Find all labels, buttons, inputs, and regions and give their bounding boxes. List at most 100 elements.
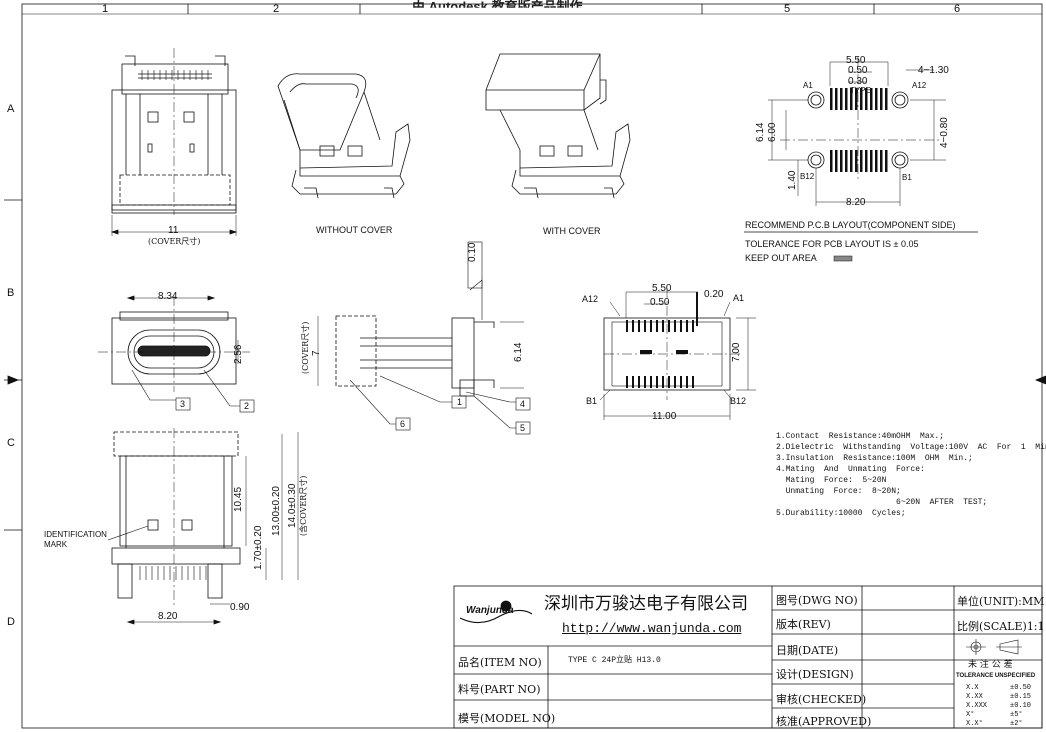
pcb-b12: B12	[800, 172, 815, 181]
iso-view-with-cover	[485, 53, 631, 199]
note-line: Unmating Force: 8~20N;	[776, 487, 901, 496]
company-logo: Wanjunda	[466, 605, 514, 616]
tolerance-title: 未 注 公 差	[968, 660, 1013, 670]
pcb-type: TYPE	[850, 86, 871, 95]
tolerance-subtitle: TOLERANCE UNSPECIFIED	[956, 673, 1036, 679]
fp-d1100: 11.00	[652, 411, 677, 422]
grid-row-c: C	[7, 437, 15, 449]
grid-row-b: B	[7, 287, 15, 299]
callout-3: 3	[180, 399, 186, 409]
approved-label: 核准(APPROVED)	[776, 715, 872, 728]
title-block-lines	[453, 585, 1043, 729]
logo-mark	[459, 600, 533, 624]
without-cover-label: WITHOUT COVER	[316, 225, 393, 235]
fp-b1: B1	[586, 396, 598, 406]
pcb-d030: 0.30	[848, 76, 868, 87]
note-line: 1.Contact Resistance:40mOHM Max.;	[776, 432, 945, 441]
model-label: 模号(MODEL NO)	[458, 712, 556, 725]
tolerance-row: X.X°±2°	[966, 720, 1023, 728]
side-height-dim: 6.14	[513, 342, 524, 362]
fp-b12: B12	[730, 396, 747, 406]
tolerance-row: X°±5°	[966, 711, 1023, 719]
with-cover-label: WITH COVER	[543, 226, 601, 236]
side-cover-note: (COVER尺寸)	[301, 321, 310, 374]
callout-6: 6	[400, 419, 406, 429]
front-height-dim: 2.56	[233, 344, 244, 364]
spec-notes: 1.Contact Resistance:40mOHM Max.; 2.Diel…	[776, 431, 1046, 519]
front-width-dim: 8.34	[158, 291, 178, 302]
pcb-d140: 1.40	[787, 170, 798, 190]
side-cover-dim: 7	[311, 350, 322, 356]
bottom-dim-1045: 10.45	[233, 486, 244, 512]
pcb-d820: 8.20	[846, 197, 866, 208]
bottom-dim-note: (含COVER尺寸)	[299, 475, 308, 536]
bottom-dim-1300: 13.00±0.20	[271, 486, 282, 536]
part-label: 料号(PART NO)	[458, 683, 541, 696]
pcb-d600: 6.00	[767, 122, 778, 142]
pcb-d130: 4−1.30	[918, 65, 949, 76]
fp-d550: 5.50	[652, 283, 672, 294]
fp-d700: 7.00	[731, 342, 742, 362]
pcb-keepout: KEEP OUT AREA	[745, 253, 817, 263]
callout-1: 1	[457, 397, 463, 407]
side-flatness: 0.10	[467, 242, 478, 262]
fp-a1: A1	[733, 293, 745, 303]
grid-col-2: 2	[273, 3, 280, 15]
header-watermark: 由 Autodesk 教育版产品制作	[412, 0, 583, 14]
pcb-d614: 6.14	[755, 122, 766, 142]
company-url[interactable]: http://www.wanjunda.com	[562, 621, 742, 636]
note-line: Mating Force: 5~20N	[776, 476, 887, 485]
ident-mark-label: MARK	[44, 540, 68, 549]
projection-symbol	[966, 639, 1022, 655]
top-width-dim: 11	[168, 225, 179, 236]
pcb-d080: 4−0.80	[939, 117, 950, 148]
side-view	[317, 241, 531, 435]
grid-col-5: 5	[784, 3, 791, 15]
note-line: 6~20N AFTER TEST;	[776, 498, 988, 507]
pcb-d550: 5.50	[846, 55, 866, 66]
checked-label: 审核(CHECKED)	[776, 693, 867, 706]
bottom-view	[107, 428, 299, 625]
bottom-pin-dim: 0.90	[230, 602, 250, 613]
callout-2: 2	[244, 401, 250, 411]
tolerance-row: X.X±0.50	[966, 684, 1032, 692]
fp-d050: 0.50	[650, 297, 670, 308]
grid-row-a: A	[7, 103, 15, 115]
top-width-note: (COVER尺寸)	[148, 237, 201, 246]
grid-row-d: D	[7, 616, 15, 628]
note-line: 3.Insulation Resistance:100M OHM Min.;	[776, 454, 973, 463]
fp-d020: 0.20	[704, 289, 724, 300]
item-value: TYPE C 24P立贴 H13.0	[568, 656, 661, 665]
pcb-recommend: RECOMMEND P.C.B LAYOUT(COMPONENT SIDE)	[745, 220, 956, 230]
pcb-b1: B1	[902, 173, 912, 182]
pcb-a1: A1	[803, 81, 813, 90]
company-name: 深圳市万骏达电子有限公司	[544, 594, 748, 614]
pcb-layout	[744, 56, 978, 262]
iso-view-without-cover	[277, 73, 411, 199]
footprint-view	[599, 288, 756, 420]
pcb-a12: A12	[912, 81, 927, 90]
item-label: 品名(ITEM NO)	[458, 656, 542, 669]
ident-label: IDENTIFICATION	[44, 530, 107, 539]
design-label: 设计(DESIGN)	[776, 668, 854, 681]
callout-5: 5	[520, 423, 526, 433]
bottom-dim-1400: 14.0±0.30	[287, 483, 298, 528]
rev-label: 版本(REV)	[776, 618, 831, 631]
bottom-width-dim: 8.20	[158, 611, 178, 622]
front-view	[98, 295, 255, 413]
bottom-dim-170: 1.70±0.20	[253, 525, 264, 570]
note-line: 2.Dielectric Withstanding Voltage:100V A…	[776, 443, 1046, 452]
scale-label: 比例(SCALE)1:1	[957, 620, 1045, 633]
unit-label: 单位(UNIT):MM	[957, 595, 1045, 608]
date-label: 日期(DATE)	[776, 644, 839, 657]
callout-4: 4	[520, 399, 526, 409]
note-line: 4.Mating And Unmating Force:	[776, 465, 925, 474]
note-line: 5.Durability:10000 Cycles;	[776, 509, 906, 518]
fp-a12: A12	[582, 294, 599, 304]
grid-col-6: 6	[954, 3, 961, 15]
tolerance-table: X.X±0.50 X.XX±0.15 X.XXX±0.10 X°±5° X.X°…	[966, 684, 1031, 729]
pcb-tolerance: TOLERANCE FOR PCB LAYOUT IS ± 0.05	[745, 239, 919, 249]
tolerance-row: X.XX±0.15	[966, 693, 1032, 701]
top-view	[110, 48, 238, 236]
